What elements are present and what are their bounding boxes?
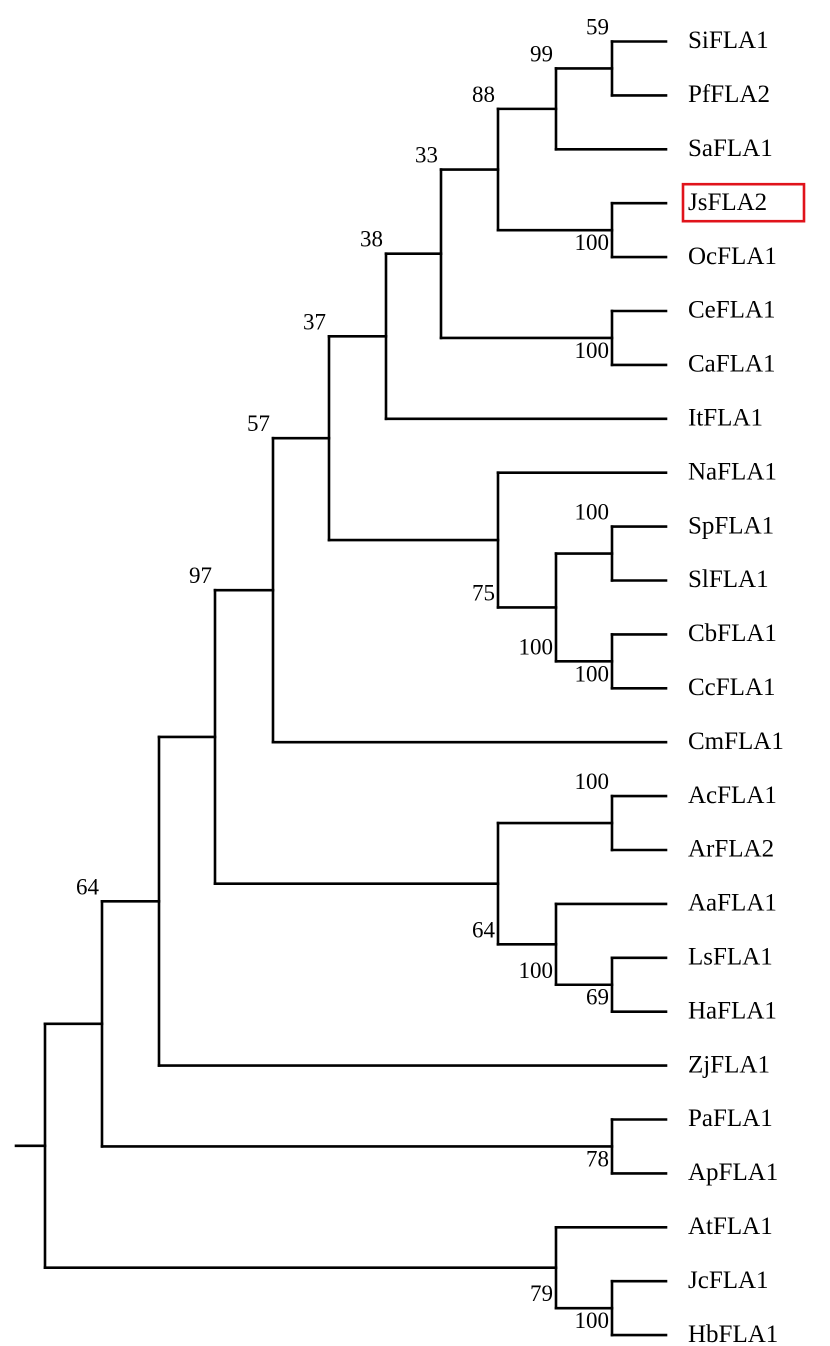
support-value-n_cb_cc: 100 [575,661,610,686]
support-value-n_79: 79 [530,1281,553,1306]
taxon-label-arfla2: ArFLA2 [688,836,774,863]
taxon-label-apfla1: ApFLA1 [688,1159,778,1186]
taxon-label-pafla1: PaFLA1 [688,1105,773,1132]
support-value-n_sa: 99 [530,41,553,66]
support-value-n_33: 33 [415,143,438,168]
taxon-label-acfla1: AcFLA1 [688,782,777,809]
taxon-label-jcfla1: JcFLA1 [688,1267,769,1294]
taxon-label-aafla1: AaFLA1 [688,890,777,917]
support-value-n_sp_sl: 100 [575,500,610,525]
support-value-n_ac_ar: 100 [575,769,610,794]
taxon-label-lsfla1: LsFLA1 [688,944,773,971]
support-value-n_64a: 64 [76,874,100,899]
support-value-n_pa_ap: 78 [586,1146,609,1171]
support-value-n_37: 37 [303,309,326,334]
highlight-box [681,182,806,223]
tree-branches [14,40,668,1337]
taxon-label-zjfla1: ZjFLA1 [688,1051,770,1078]
taxon-label-spfla1: SpFLA1 [688,512,774,539]
support-value-n_ls_ha: 69 [586,985,609,1010]
support-value-n_solan: 100 [519,634,554,659]
taxon-label-safla1: SaFLA1 [688,135,773,162]
support-value-n_jc_hb: 100 [575,1308,610,1333]
support-value-n_38: 38 [360,227,383,252]
taxon-label-cbfla1: CbFLA1 [688,620,777,647]
support-value-n_57: 57 [247,411,270,436]
taxon-label-hafla1: HaFLA1 [688,997,777,1024]
taxon-label-nafla1: NaFLA1 [688,458,777,485]
support-value-n_ce_ca: 100 [575,338,610,363]
taxon-label-cmfla1: CmFLA1 [688,728,784,755]
support-value-n_js_oc: 100 [575,230,610,255]
taxon-label-itfla1: ItFLA1 [688,405,763,432]
taxon-label-ocfla1: OcFLA1 [688,243,777,270]
taxon-label-pffla2: PfFLA2 [688,81,770,108]
taxon-label-atfla1: AtFLA1 [688,1213,773,1240]
taxon-label-sifla1: SiFLA1 [688,27,769,54]
bootstrap-support-values: 59 99 100 88 100 33 38 100 100 100 75 37 57 100 69 100 6… [76,15,609,1334]
support-value-n_64b: 64 [472,917,496,942]
support-value-n_si_pf: 59 [586,15,609,40]
taxon-label-cafla1: CaFLA1 [688,351,776,378]
support-value-n_88: 88 [472,82,495,107]
support-value-n_75: 75 [472,580,495,605]
support-value-n_97: 97 [189,563,212,588]
taxon-label-ccfla1: CcFLA1 [688,674,776,701]
support-value-n_aa: 100 [519,958,554,983]
taxon-label-jsfla2: JsFLA2 [688,189,767,216]
taxon-label-hbfla1: HbFLA1 [688,1321,778,1346]
taxon-labels: SiFLA1PfFLA2SaFLA1JsFLA2OcFLA1CeFLA1CaFL… [681,27,806,1346]
taxon-label-cefla1: CeFLA1 [688,297,776,324]
taxon-label-slfla1: SlFLA1 [688,566,769,593]
